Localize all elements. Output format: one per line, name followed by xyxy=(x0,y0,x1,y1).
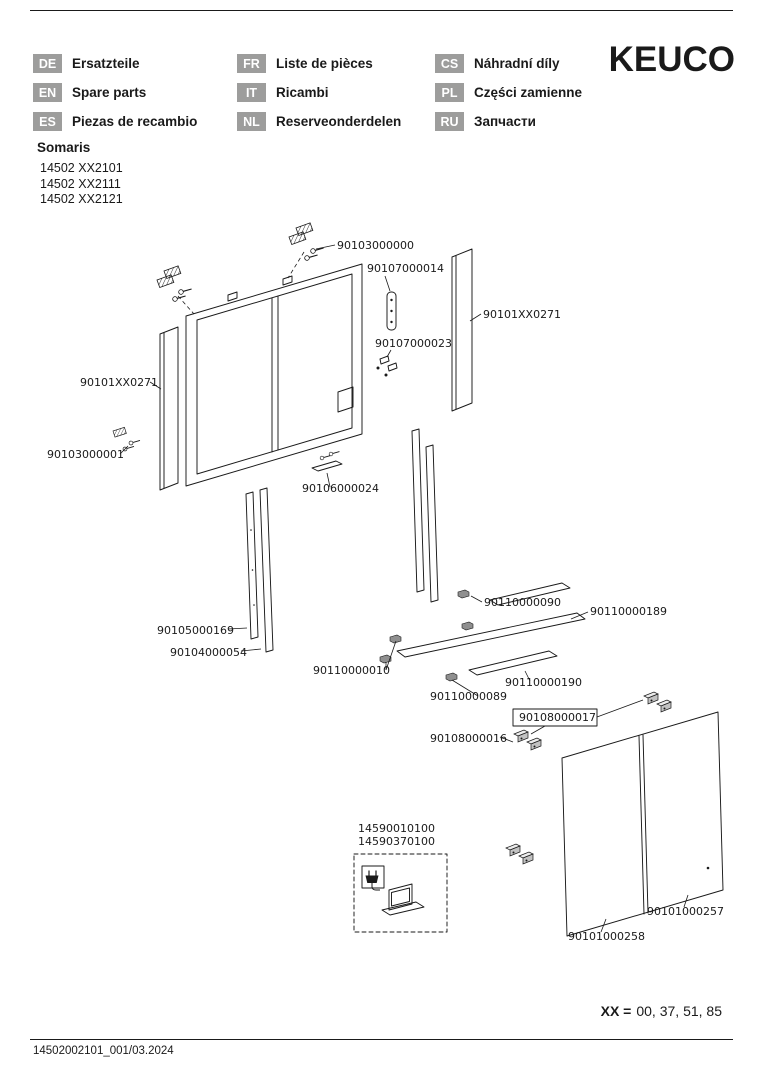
part-label-accessory-a: 14590010100 xyxy=(358,822,435,835)
language-column-1: DE Ersatzteile EN Spare parts ES Piezas … xyxy=(33,49,197,136)
part-label-shelf-clip-low: 90110000089 xyxy=(430,690,507,703)
mirror-doors xyxy=(561,711,724,937)
model-number: 14502 XX2111 xyxy=(40,176,121,191)
product-series: Somaris xyxy=(37,140,91,155)
part-label-hinge-upper-small: 90107000023 xyxy=(375,337,452,350)
cabinet-body xyxy=(185,263,363,487)
language-code-badge: RU xyxy=(435,112,464,131)
part-label-door-right: 90101000257 xyxy=(647,905,724,918)
shelf-clip-icon xyxy=(457,589,470,599)
language-row-fr: FR Liste de pièces xyxy=(237,49,401,78)
part-label-shelf-clips: 90110000010 xyxy=(313,664,390,677)
part-label-door-left: 90101000258 xyxy=(568,930,645,943)
shelf-clip-icon xyxy=(461,621,474,631)
model-number: 14502 XX2101 xyxy=(40,161,123,175)
light-strips xyxy=(245,428,439,653)
document-code: 14502002101_001/03.2024 xyxy=(33,1045,174,1057)
leader-lines xyxy=(119,244,689,933)
screw-icon xyxy=(328,449,341,457)
label-box xyxy=(512,708,598,727)
shelf-clip-icon xyxy=(445,672,458,682)
part-label-hinge-set-upper: 90108000017 xyxy=(519,711,596,724)
language-code-badge: IT xyxy=(237,83,266,102)
power-plug-frame xyxy=(361,865,385,889)
keuco-logo: KEUCO xyxy=(608,40,735,79)
part-label-glass-shelf-small: 90110000190 xyxy=(505,676,582,689)
language-name-label: Części zamienne xyxy=(474,85,583,100)
part-label-hinge-set-lower: 90108000016 xyxy=(430,732,507,745)
wall-anchor-icon xyxy=(163,265,182,279)
part-label-light-strip: 90105000169 xyxy=(157,624,234,637)
language-row-nl: NL Reserveonderdelen xyxy=(237,107,401,136)
language-name-label: Ersatzteile xyxy=(72,56,140,71)
side-panel-right xyxy=(451,248,473,412)
language-row-ru: RU Запчасти xyxy=(435,107,582,136)
shelf-clip-icon xyxy=(379,654,392,664)
finish-codes-prefix: XX = xyxy=(600,1003,632,1019)
finish-codes-values: 00, 37, 51, 85 xyxy=(636,1003,722,1019)
top-rule xyxy=(30,10,733,11)
model-number: 14502 XX2121 xyxy=(40,192,123,206)
part-label-bottom-bracket: 90106000024 xyxy=(302,482,379,495)
bottom-rule xyxy=(30,1039,733,1040)
language-name-label: Ricambi xyxy=(276,85,329,100)
language-name-label: Náhradní díly xyxy=(474,56,560,71)
language-row-de: DE Ersatzteile xyxy=(33,49,197,78)
screw-icon xyxy=(128,438,141,446)
language-code-badge: FR xyxy=(237,54,266,73)
wall-anchor-icon xyxy=(295,222,314,236)
language-code-badge: CS xyxy=(435,54,464,73)
finish-codes-note: XX =00, 37, 51, 85 xyxy=(601,1003,722,1019)
part-label-accessory-b: 14590370100 xyxy=(358,835,435,848)
part-number-labels: 90103000000 90107000014 90101XX0271 9010… xyxy=(47,239,724,943)
part-label-shelf-clip-top: 90110000090 xyxy=(484,596,561,609)
part-label-glass-shelf-large: 90110000189 xyxy=(590,605,667,618)
language-row-en: EN Spare parts xyxy=(33,78,197,107)
part-label-hinge-upper: 90107000014 xyxy=(367,262,444,275)
language-row-pl: PL Części zamienne xyxy=(435,78,582,107)
door-hinge-icon xyxy=(526,737,542,751)
door-hinge-icon xyxy=(656,699,672,713)
language-code-badge: PL xyxy=(435,83,464,102)
part-label-fixing-small: 90103000001 xyxy=(47,448,124,461)
language-name-label: Liste de pièces xyxy=(276,56,373,71)
accessory-box xyxy=(353,853,448,933)
screw-icon xyxy=(177,286,193,296)
hinge-profile xyxy=(386,291,397,331)
language-name-label: Reserveonderdelen xyxy=(276,114,402,129)
language-code-badge: EN xyxy=(33,83,62,102)
side-panel-left xyxy=(159,326,179,491)
part-label-side-panel-left: 90101XX0271 xyxy=(80,376,158,389)
power-plug-icon xyxy=(365,870,380,891)
screw-icon xyxy=(309,245,325,255)
language-code-badge: NL xyxy=(237,112,266,131)
language-column-2: FR Liste de pièces IT Ricambi NL Reserve… xyxy=(237,49,401,136)
language-row-es: ES Piezas de recambio xyxy=(33,107,197,136)
language-row-cs: CS Náhradní díly xyxy=(435,49,582,78)
part-label-top-fixing: 90103000000 xyxy=(337,239,414,252)
door-hinge-icon xyxy=(518,851,534,865)
door-hinge-icon xyxy=(513,729,529,743)
language-name-label: Запчасти xyxy=(474,114,536,129)
screw-icon xyxy=(122,444,135,452)
wall-anchor-icon xyxy=(112,426,127,438)
part-label-side-panel-right: 90101XX0271 xyxy=(483,308,561,321)
language-code-badge: ES xyxy=(33,112,62,131)
part-label-cover-strip: 90104000054 xyxy=(170,646,247,659)
language-name-label: Spare parts xyxy=(72,85,147,100)
device-icon xyxy=(381,883,425,916)
language-row-it: IT Ricambi xyxy=(237,78,401,107)
door-hinge-icon xyxy=(505,843,521,857)
language-name-label: Piezas de recambio xyxy=(72,114,198,129)
mounting-hardware xyxy=(112,222,672,865)
glass-shelves xyxy=(379,582,586,682)
screw-icon xyxy=(303,252,319,262)
language-code-badge: DE xyxy=(33,54,62,73)
product-block: Somaris 14502 XX2101 14502 XX2111 14502 … xyxy=(37,140,123,208)
door-hinge-icon xyxy=(643,691,659,705)
language-column-3: CS Náhradní díly PL Części zamienne RU З… xyxy=(435,49,582,136)
